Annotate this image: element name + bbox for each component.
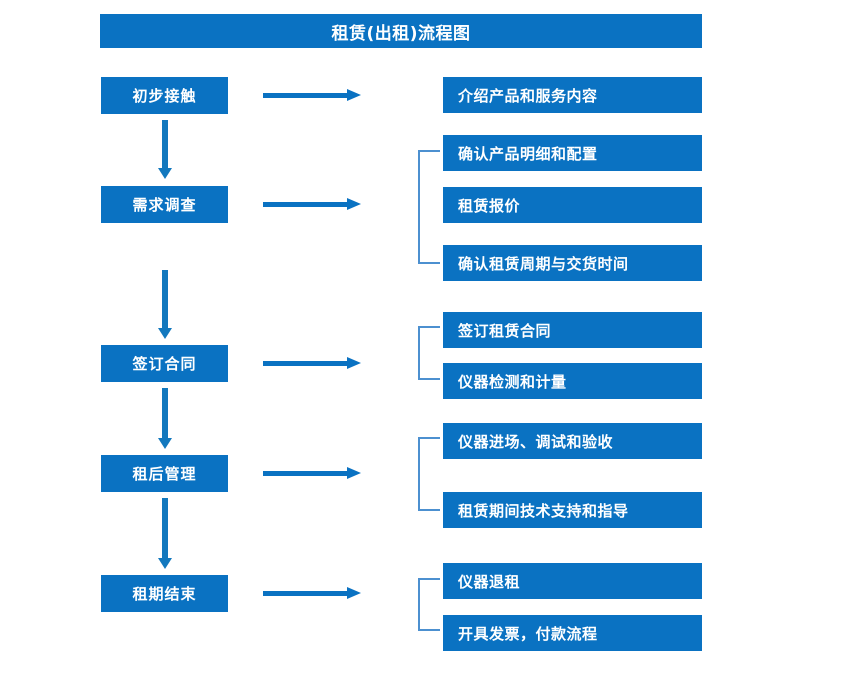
arrow-shaft: [162, 498, 168, 558]
stage-box-requirement-survey[interactable]: 需求调查: [101, 186, 228, 223]
vertical-arrow-3: [158, 388, 172, 450]
diagram-title: 租赁(出租)流程图: [100, 14, 702, 48]
detail-box-sign-lease-contract[interactable]: 签订租赁合同: [443, 312, 702, 348]
arrow-shaft: [263, 93, 349, 98]
arrow-head: [158, 558, 172, 569]
detail-box-instrument-entry-commissioning[interactable]: 仪器进场、调试和验收: [443, 423, 702, 459]
arrow-shaft: [162, 120, 168, 168]
group-bracket-requirement-survey: [418, 150, 440, 264]
detail-box-invoice-payment[interactable]: 开具发票，付款流程: [443, 615, 702, 651]
group-bracket-post-rental-management: [418, 437, 440, 511]
detail-box-confirm-product-details[interactable]: 确认产品明细和配置: [443, 135, 702, 171]
vertical-arrow-4: [158, 498, 172, 570]
arrow-shaft: [263, 471, 349, 476]
detail-box-rental-quotation[interactable]: 租赁报价: [443, 187, 702, 223]
stage-box-lease-end[interactable]: 租期结束: [101, 575, 228, 612]
stage-box-initial-contact[interactable]: 初步接触: [101, 77, 228, 114]
arrow-head: [158, 438, 172, 449]
arrow-head: [347, 357, 361, 369]
arrow-head: [347, 467, 361, 479]
arrow-head: [347, 89, 361, 101]
arrow-shaft: [263, 361, 349, 366]
horizontal-arrow-5: [263, 585, 361, 601]
arrow-shaft: [263, 591, 349, 596]
stage-box-sign-contract[interactable]: 签订合同: [101, 345, 228, 382]
arrow-head: [158, 328, 172, 339]
group-bracket-sign-contract: [418, 326, 440, 380]
arrow-shaft: [162, 270, 168, 328]
detail-box-instrument-inspection[interactable]: 仪器检测和计量: [443, 363, 702, 399]
vertical-arrow-2: [158, 270, 172, 340]
detail-box-introduce-products[interactable]: 介绍产品和服务内容: [443, 77, 702, 113]
group-bracket-lease-end: [418, 578, 440, 631]
horizontal-arrow-2: [263, 196, 361, 212]
arrow-head: [347, 587, 361, 599]
detail-box-instrument-return[interactable]: 仪器退租: [443, 563, 702, 599]
stage-box-post-rental-management[interactable]: 租后管理: [101, 455, 228, 492]
detail-box-technical-support[interactable]: 租赁期间技术支持和指导: [443, 492, 702, 528]
horizontal-arrow-1: [263, 87, 361, 103]
arrow-shaft: [263, 202, 349, 207]
detail-box-confirm-lease-period[interactable]: 确认租赁周期与交货时间: [443, 245, 702, 281]
arrow-shaft: [162, 388, 168, 438]
horizontal-arrow-4: [263, 465, 361, 481]
vertical-arrow-1: [158, 120, 172, 180]
horizontal-arrow-3: [263, 355, 361, 371]
arrow-head: [347, 198, 361, 210]
arrow-head: [158, 168, 172, 179]
